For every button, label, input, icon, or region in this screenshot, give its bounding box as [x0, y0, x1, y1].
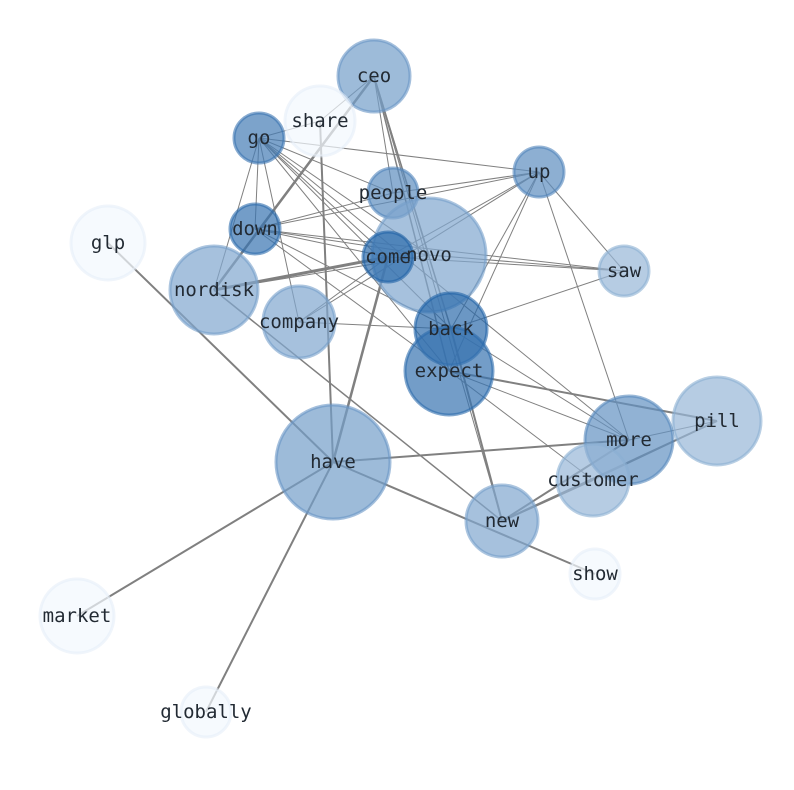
node-label-novo: novo [406, 244, 452, 266]
node-label-glp: glp [91, 232, 125, 254]
node-come[interactable] [361, 230, 415, 284]
node-new[interactable] [464, 483, 540, 559]
node-have[interactable] [274, 403, 392, 521]
node-show[interactable] [568, 547, 622, 601]
node-market[interactable] [38, 577, 116, 655]
node-label-ceo: ceo [357, 65, 391, 87]
node-label-back: back [428, 318, 474, 340]
node-customer[interactable] [555, 442, 631, 518]
node-label-share: share [291, 110, 348, 132]
node-share[interactable] [283, 84, 357, 158]
node-label-show: show [572, 563, 618, 585]
node-label-up: up [528, 161, 551, 183]
node-label-people: people [359, 182, 428, 204]
node-expect[interactable] [403, 325, 495, 417]
node-go[interactable] [232, 111, 286, 165]
node-label-globally: globally [160, 701, 252, 723]
node-label-pill: pill [694, 410, 740, 432]
node-label-come: come [365, 246, 411, 268]
node-label-more: more [606, 429, 652, 451]
node-nordisk[interactable] [168, 244, 260, 336]
node-pill[interactable] [671, 375, 763, 467]
node-label-expect: expect [415, 360, 484, 382]
node-down[interactable] [228, 202, 282, 256]
edge-up-more [538, 171, 630, 441]
node-label-new: new [485, 510, 520, 532]
node-label-market: market [43, 605, 112, 627]
edge-go-come [258, 137, 389, 258]
node-globally[interactable] [179, 685, 233, 739]
node-saw[interactable] [597, 244, 651, 298]
node-label-company: company [259, 311, 339, 333]
node-up[interactable] [512, 145, 566, 199]
edge-nordisk-new [213, 289, 503, 522]
node-ceo[interactable] [336, 38, 412, 114]
node-label-nordisk: nordisk [174, 279, 255, 301]
node-label-customer: customer [547, 469, 639, 491]
node-label-saw: saw [607, 260, 642, 282]
node-label-have: have [310, 451, 356, 473]
node-label-down: down [232, 218, 278, 240]
node-company[interactable] [261, 284, 337, 360]
node-label-go: go [248, 127, 271, 149]
node-glp[interactable] [69, 204, 147, 282]
